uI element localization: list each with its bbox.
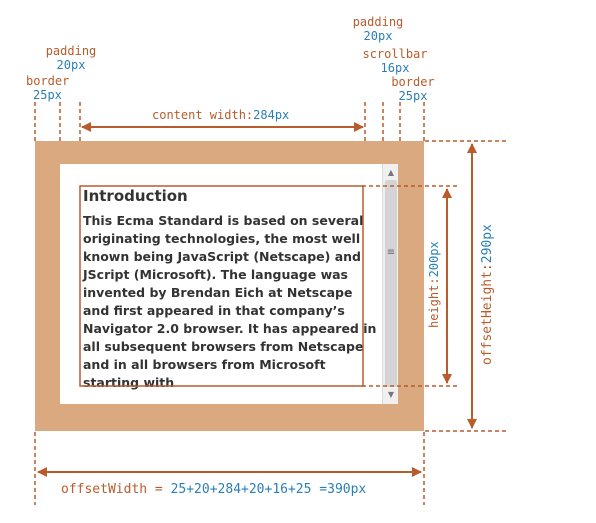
label-border-left-value: 25px bbox=[33, 88, 62, 102]
label-padding-left-name: padding bbox=[45, 44, 97, 58]
label-scrollbar-name: scrollbar bbox=[362, 47, 428, 61]
label-offset-height: offsetHeight:290px bbox=[480, 224, 495, 365]
grip-icon: ≡ bbox=[386, 247, 396, 258]
label-border-left: border 25px bbox=[26, 74, 69, 102]
label-offset-width-value: 25+20+284+20+16+25 =390px bbox=[170, 482, 367, 497]
scrollbar-thumb[interactable]: ≡ bbox=[385, 180, 397, 387]
label-scrollbar: scrollbar 16px bbox=[362, 47, 428, 75]
label-scrollbar-value: 16px bbox=[380, 61, 410, 75]
label-padding-right-value: 20px bbox=[363, 29, 393, 43]
label-content-width-name: content width: bbox=[152, 108, 254, 122]
label-padding-left-value: 20px bbox=[56, 58, 86, 72]
label-content-width: content width:284px bbox=[152, 108, 290, 122]
label-height: height:200px bbox=[427, 241, 441, 328]
content-body: This Ecma Standard is based on several o… bbox=[83, 213, 377, 390]
label-height-value: 200px bbox=[427, 241, 441, 278]
label-height-name: height: bbox=[427, 277, 441, 328]
scroll-down-arrow-icon[interactable]: ▼ bbox=[387, 390, 395, 399]
label-border-right-name: border bbox=[391, 75, 435, 89]
label-content-width-value: 284px bbox=[253, 108, 290, 122]
label-padding-left: padding 20px bbox=[45, 44, 97, 72]
scrollable-content: Introduction This Ecma Standard is based… bbox=[83, 186, 383, 392]
label-offset-width: offsetWidth = 25+20+284+20+16+25 =390px bbox=[61, 483, 366, 497]
scroll-up-arrow-icon[interactable]: ▲ bbox=[387, 168, 395, 177]
label-border-right: border 25px bbox=[388, 75, 438, 103]
content-title: Introduction bbox=[83, 187, 188, 205]
label-offset-height-value: 290px bbox=[480, 224, 495, 264]
label-offset-height-name: offsetHeight: bbox=[480, 263, 495, 365]
label-padding-right-name: padding bbox=[352, 15, 404, 29]
label-border-right-value: 25px bbox=[398, 89, 428, 103]
content-box-outline bbox=[79, 185, 364, 387]
vertical-scrollbar[interactable]: ▲ ≡ ▼ bbox=[382, 164, 398, 404]
label-padding-right: padding 20px bbox=[352, 15, 404, 43]
label-offset-width-name: offsetWidth = bbox=[61, 482, 171, 497]
label-border-left-name: border bbox=[26, 74, 70, 88]
element-padding-area bbox=[60, 164, 398, 404]
